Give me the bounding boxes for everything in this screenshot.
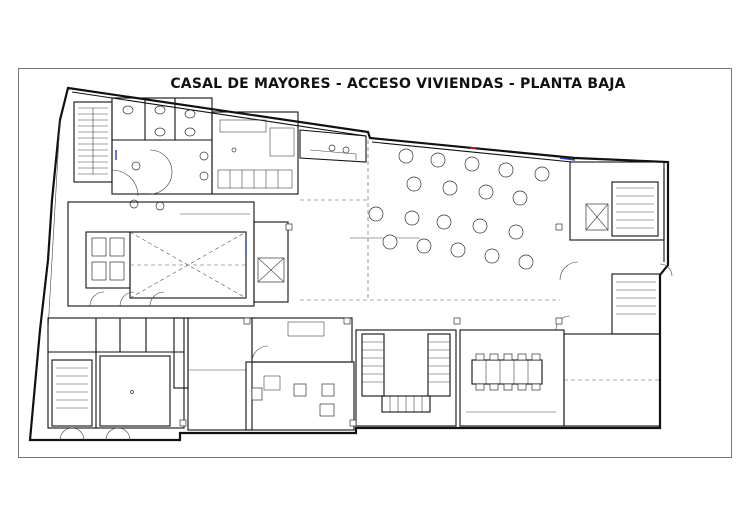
dining-hall — [300, 140, 576, 301]
interior-rooms — [67, 201, 289, 307]
bar-counter — [299, 129, 367, 163]
building-outline — [28, 86, 670, 442]
structural-columns — [179, 223, 563, 427]
kitchen — [211, 111, 299, 195]
rooms-bottom-left — [47, 317, 189, 441]
drawing-frame — [18, 68, 732, 458]
stair-right — [559, 161, 673, 335]
stair-central — [355, 329, 457, 427]
office-lounge — [187, 317, 355, 431]
toilets — [111, 97, 213, 211]
drawing-title: CASAL DE MAYORES - ACCESO VIVIENDAS - PL… — [170, 76, 626, 92]
workshop-room — [459, 315, 661, 427]
stair-top-left — [73, 101, 113, 183]
